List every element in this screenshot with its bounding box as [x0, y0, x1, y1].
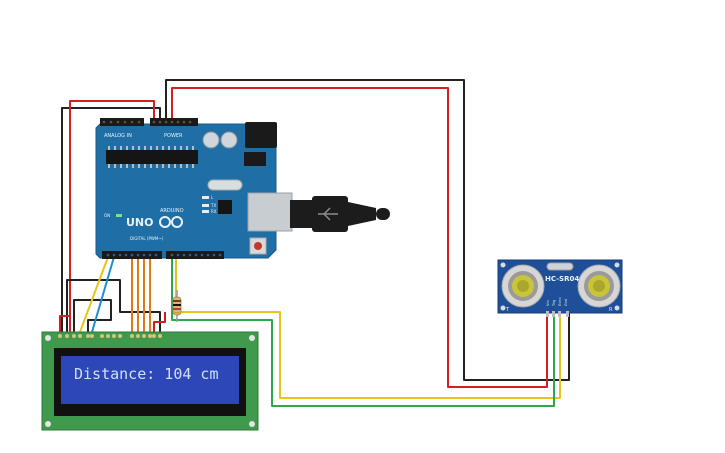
transmitter-transducer [501, 264, 545, 308]
pin-vcc-label: Vcc [546, 300, 550, 306]
wire-green-echo[interactable] [171, 257, 555, 407]
sensor-mount-hole-bl [500, 305, 506, 311]
analog-in-label: ANALOG IN [104, 133, 132, 139]
lcd-mount-hole-br [249, 421, 255, 427]
sensor-pins [546, 311, 569, 317]
receiver-transducer [577, 264, 621, 308]
pin-gnd-label: Gnd [564, 299, 568, 306]
arduino-brand-label: ARDUINO [160, 208, 184, 214]
usb-chip [218, 200, 232, 214]
lcd-module[interactable]: Distance: 104 cm [41, 331, 259, 431]
wire-red-5v-sensor[interactable] [171, 87, 548, 388]
microcontroller-chip [106, 150, 198, 164]
capacitor-2 [220, 131, 238, 149]
crystal [207, 179, 243, 191]
sensor-r-label: R [609, 307, 613, 313]
power-label: POWER [164, 133, 183, 139]
wire-red-5v-lcd[interactable] [69, 100, 155, 332]
lcd-mount-hole-tr [249, 335, 255, 341]
arduino-uno-board[interactable]: ANALOG IN POWER TX RX L ON UNO [95, 118, 293, 259]
usb-port [247, 192, 293, 232]
arduino-logo-icon [159, 216, 183, 228]
sensor-mount-hole-br [614, 305, 620, 311]
on-led [116, 214, 122, 217]
sensor-crystal [546, 262, 574, 271]
wire-red-lcd-backlight[interactable] [153, 312, 166, 332]
voltage-regulator [244, 152, 266, 166]
usb-cable[interactable] [290, 196, 390, 232]
power-header [150, 118, 198, 126]
digital-label: DIGITAL (PWM~) [130, 236, 164, 241]
resistor[interactable] [172, 290, 182, 322]
wire-blue-lcd-e[interactable] [91, 256, 115, 333]
lcd-mount-hole-bl [45, 421, 51, 427]
lcd-pin-header [58, 334, 162, 338]
wire-black-lcd-loop-2[interactable] [73, 299, 112, 332]
wire-black-gnd-lcd[interactable] [61, 107, 161, 332]
reset-button-cap [254, 242, 262, 250]
rx-label: RX [211, 209, 217, 214]
wire-yellow-lcd-rs[interactable] [79, 256, 109, 333]
pin-trig-label: Trig [552, 300, 556, 307]
uno-label: UNO [126, 216, 154, 229]
sensor-model-label: HC-SR04 [545, 275, 579, 283]
pin-echo-label: Echo [558, 298, 562, 307]
lcd-mount-hole-tl [45, 335, 51, 341]
l-led [202, 196, 209, 199]
usb-symbol-icon [318, 207, 338, 221]
analog-header [100, 118, 144, 126]
lcd-display-text: Distance: 104 cm [74, 365, 219, 383]
lcd-screen [61, 356, 239, 404]
wire-black-lcd-loop[interactable] [66, 279, 161, 332]
sensor-t-label: T [505, 307, 510, 313]
capacitor-1 [202, 131, 220, 149]
wires [59, 79, 570, 407]
wire-black-gnd-sensor[interactable] [165, 79, 570, 381]
l-label: L [211, 195, 214, 200]
header-pins [102, 120, 222, 257]
chip-legs [108, 146, 194, 168]
ultrasonic-sensor[interactable]: HC-SR04 T R Vcc Trig Echo Gnd [497, 259, 623, 317]
power-jack [245, 122, 277, 148]
wire-red-lcd-loop[interactable] [59, 315, 70, 332]
tx-led [202, 204, 209, 207]
tx-label: TX [210, 203, 216, 208]
rx-led [202, 210, 209, 213]
on-label: ON [104, 213, 110, 218]
sensor-mount-hole-tr [614, 262, 620, 268]
sensor-mount-hole-tl [500, 262, 506, 268]
